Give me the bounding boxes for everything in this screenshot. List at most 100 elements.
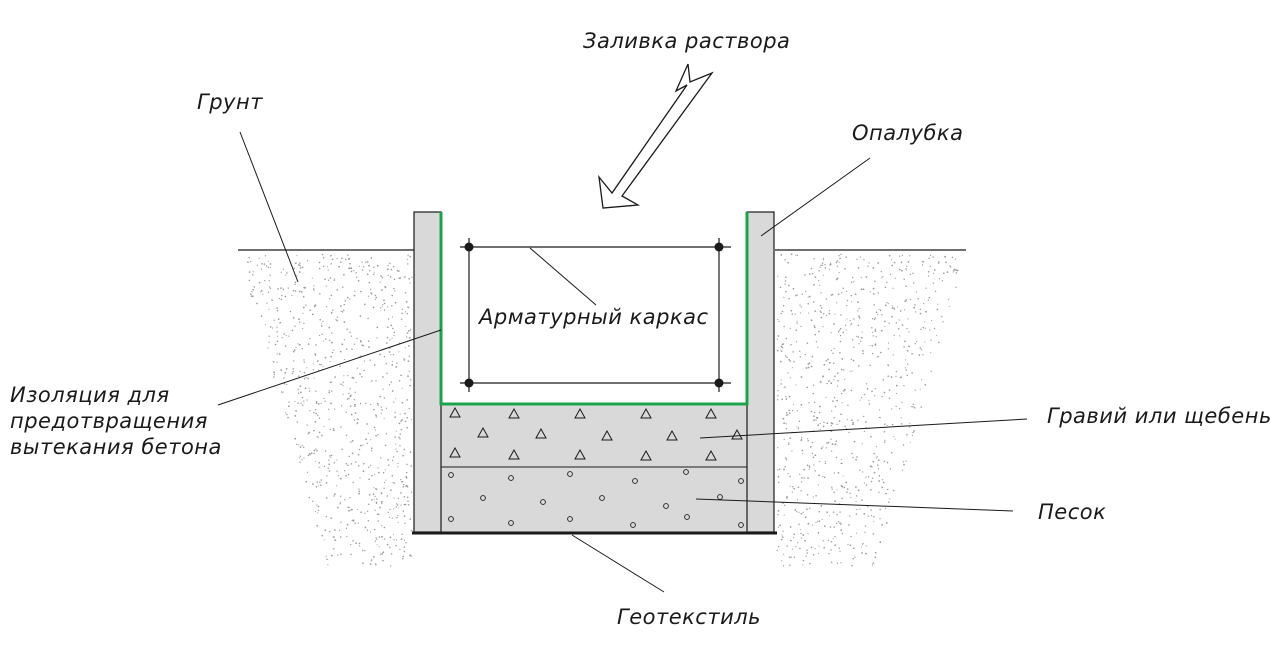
soil-dot	[861, 499, 863, 501]
soil-dot	[840, 562, 842, 564]
soil-dot	[400, 492, 402, 494]
soil-dot	[337, 554, 339, 556]
soil-dot	[306, 399, 308, 401]
soil-dot	[276, 307, 278, 309]
soil-dot	[303, 359, 305, 361]
soil-dot	[834, 313, 836, 315]
soil-dot	[807, 533, 809, 535]
soil-dot	[276, 340, 279, 342]
soil-dot	[407, 375, 409, 377]
soil-dot	[386, 336, 389, 339]
soil-dot	[839, 334, 842, 337]
soil-dot	[835, 262, 838, 264]
soil-dot	[402, 555, 405, 558]
soil-dot	[292, 289, 295, 292]
soil-dot	[785, 398, 788, 400]
soil-dot	[891, 307, 894, 309]
soil-dot	[919, 308, 922, 311]
soil-dot	[380, 500, 383, 503]
soil-dot	[318, 466, 320, 468]
soil-dot	[793, 360, 795, 363]
soil-dot	[323, 539, 325, 541]
soil-dot	[360, 340, 362, 343]
soil-dot	[808, 312, 810, 314]
soil-dot	[823, 363, 826, 366]
soil-dot	[870, 514, 873, 517]
soil-dot	[320, 479, 323, 481]
soil-dot	[355, 542, 357, 545]
soil-dot	[901, 324, 904, 326]
soil-dot	[850, 324, 852, 326]
soil-dot	[383, 299, 385, 302]
soil-dot	[385, 363, 387, 365]
soil-dot	[407, 500, 409, 503]
gravel-marker	[508, 407, 520, 419]
soil-dot	[375, 414, 377, 417]
soil-dot	[828, 361, 831, 364]
soil-dot	[884, 423, 886, 425]
soil-dot	[354, 522, 356, 524]
soil-dot	[806, 386, 808, 389]
soil-dot	[374, 563, 376, 565]
soil-dot	[899, 335, 901, 337]
soil-dot	[879, 351, 882, 354]
soil-dot	[798, 523, 800, 525]
soil-dot	[386, 495, 389, 497]
soil-dot	[874, 551, 877, 554]
soil-dot	[801, 293, 804, 295]
soil-dot	[287, 405, 290, 408]
soil-dot	[871, 327, 873, 329]
soil-dot	[370, 257, 373, 259]
soil-dot	[850, 322, 853, 325]
soil-dot	[838, 329, 841, 331]
soil-dot	[277, 318, 280, 321]
soil-dot	[818, 520, 821, 522]
soil-dot	[393, 287, 395, 290]
soil-dot	[306, 471, 309, 473]
soil-dot	[883, 441, 886, 443]
soil-dot	[843, 486, 846, 489]
soil-dot	[929, 265, 931, 267]
soil-dot	[394, 416, 397, 418]
soil-dot	[816, 520, 819, 522]
soil-dot	[777, 395, 779, 397]
soil-dot	[401, 480, 403, 483]
soil-dot	[330, 355, 332, 358]
soil-dot	[850, 294, 852, 297]
soil-dot	[801, 453, 804, 455]
insulation-liner	[439, 212, 749, 406]
soil-dot	[892, 354, 894, 356]
soil-dot	[303, 371, 306, 374]
soil-dot	[247, 261, 249, 263]
soil-dot	[799, 312, 802, 314]
soil-dot	[389, 347, 391, 349]
soil-dot	[289, 310, 292, 313]
soil-dot	[913, 407, 916, 409]
soil-dot	[411, 276, 413, 278]
leader-gravel	[699, 418, 1028, 439]
soil-dot	[860, 340, 862, 343]
soil-dot	[354, 391, 356, 393]
soil-dot	[809, 507, 811, 510]
soil-dot	[342, 385, 344, 387]
soil-dot	[878, 480, 880, 482]
soil-dot	[904, 359, 906, 361]
soil-dot	[408, 370, 410, 372]
soil-dot	[345, 527, 348, 529]
soil-dot	[811, 441, 814, 444]
soil-dot	[779, 360, 782, 363]
soil-dot	[376, 513, 379, 515]
soil-dot	[807, 522, 810, 525]
soil-dot	[302, 446, 305, 448]
soil-dot	[835, 522, 838, 525]
soil-dot	[361, 376, 363, 378]
soil-dot	[836, 513, 838, 516]
soil-dot	[869, 364, 871, 367]
soil-dot	[822, 259, 825, 261]
soil-dot	[880, 329, 883, 332]
soil-dot	[832, 362, 835, 365]
soil-dot	[250, 293, 252, 295]
soil-dot	[309, 409, 311, 412]
soil-dot	[357, 453, 360, 456]
soil-dot	[298, 321, 301, 323]
